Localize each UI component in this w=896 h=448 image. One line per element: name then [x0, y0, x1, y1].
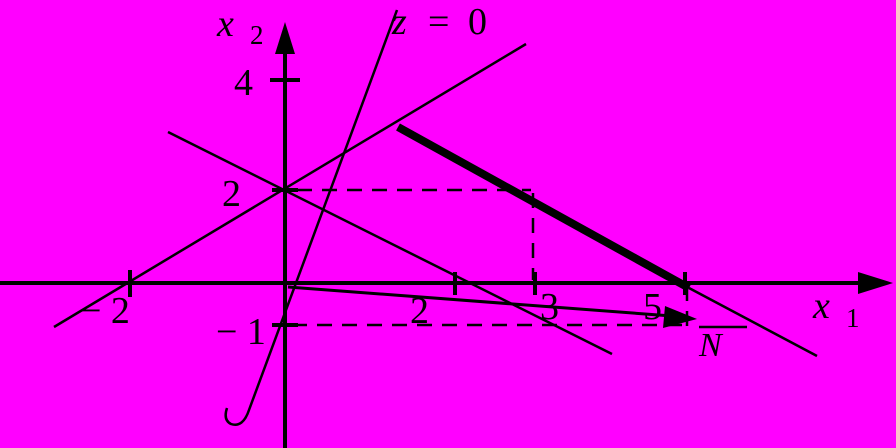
constraint-line-3-extension [688, 286, 818, 358]
constraint-line-1 [53, 42, 527, 329]
constraint-line-2 [167, 130, 613, 356]
objective-label-equals: = [428, 1, 449, 43]
geometry-layer [0, 9, 893, 448]
vector-n-arrowhead [663, 306, 697, 328]
objective-label-z: z [391, 1, 407, 43]
x-axis-label: x [812, 285, 830, 327]
y-axis-label-subscript: 2 [250, 20, 264, 50]
objective-line-z0 [224, 9, 399, 426]
feasible-edge-thick [396, 123, 691, 292]
y-axis-label: x [216, 3, 234, 45]
x-tick-label-neg2: − 2 [80, 290, 130, 332]
x-axis-label-subscript: 1 [846, 303, 860, 333]
y-axis-arrowhead [275, 22, 295, 54]
x-tick-label-3: 3 [540, 286, 559, 328]
labels-layer: x 2 z = 0 4 2 − 1 − 2 2 3 5 x 1 N [80, 1, 860, 364]
vector-n-label: N [698, 327, 724, 364]
x-tick-label-5: 5 [643, 286, 662, 328]
y-tick-label-2: 2 [222, 173, 241, 215]
x-axis-arrowhead [858, 272, 893, 294]
y-tick-label-4: 4 [234, 62, 253, 104]
x-tick-label-2: 2 [410, 290, 429, 332]
vector-n-shaft [287, 285, 673, 318]
y-tick-label-neg1: − 1 [216, 311, 266, 353]
objective-label-value: 0 [468, 1, 487, 43]
